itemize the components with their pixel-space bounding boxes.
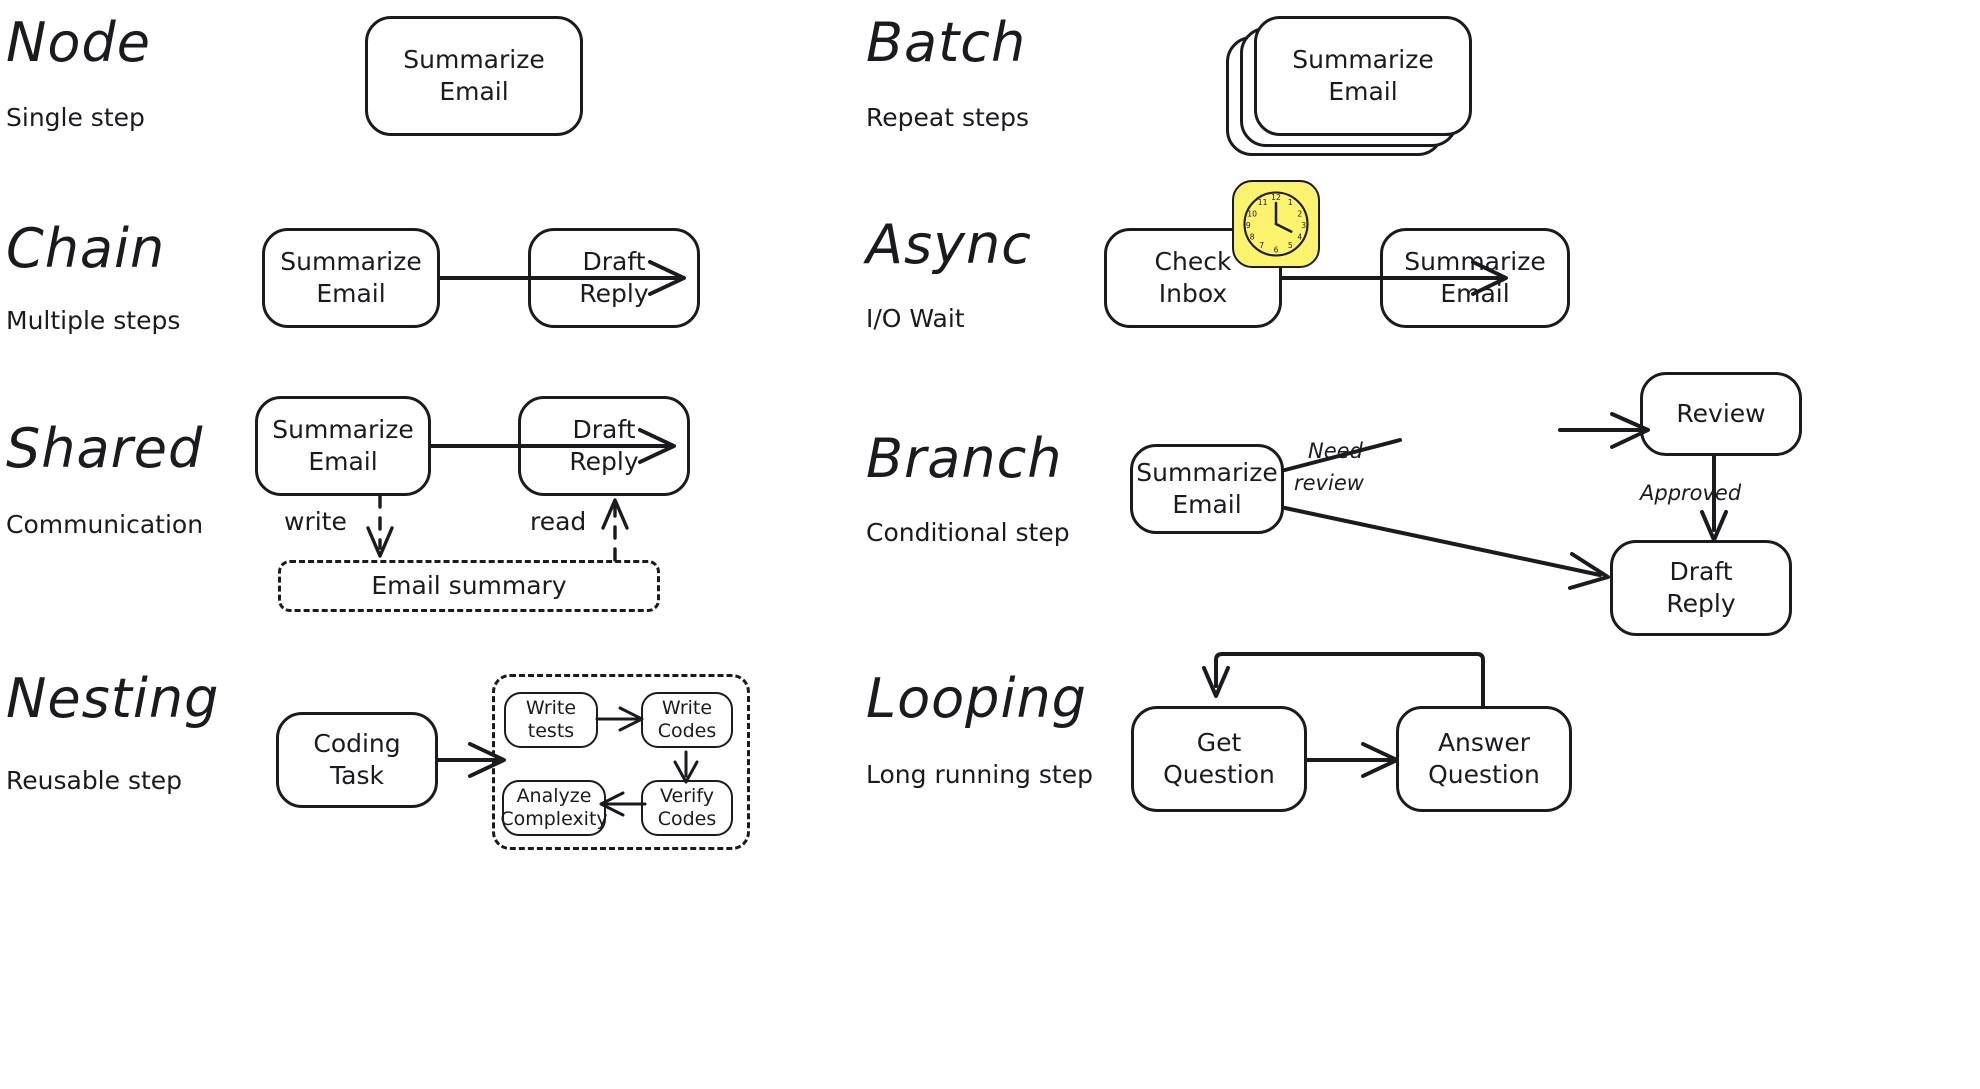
branch-node-review[interactable]: Review [1640,372,1802,456]
svg-text:10: 10 [1247,209,1257,218]
clock-icon: 12 1 2 3 4 5 6 7 8 9 10 11 [1232,180,1320,268]
svg-text:4: 4 [1297,232,1302,241]
shared-edge-label-read: read [530,507,587,536]
section-title-batch: Batch [866,11,1027,74]
looping-arrow [1305,742,1399,778]
branch-edge-label-review: review [1294,471,1364,495]
looping-feedback-arrow [1202,652,1485,708]
svg-text:11: 11 [1258,198,1268,207]
svg-text:1: 1 [1288,198,1293,207]
svg-text:9: 9 [1246,221,1251,230]
shared-store-email-summary[interactable]: Email summary [278,560,660,612]
svg-text:2: 2 [1297,209,1302,218]
section-title-looping: Looping [866,667,1087,730]
section-subtitle-branch: Conditional step [866,518,1070,547]
section-subtitle-batch: Repeat steps [866,103,1030,132]
section-title-node: Node [6,11,151,74]
svg-text:6: 6 [1274,246,1279,255]
section-subtitle-node: Single step [6,103,145,132]
branch-edge-label-need: Need [1308,439,1363,463]
svg-text:5: 5 [1288,241,1293,250]
section-title-async: Async [866,213,1032,276]
svg-text:8: 8 [1250,232,1255,241]
shared-edge-label-write: write [284,507,347,536]
shared-read-arrow [601,498,629,562]
section-subtitle-chain: Multiple steps [6,306,181,335]
shared-write-arrow [366,494,394,558]
svg-text:3: 3 [1301,221,1306,230]
branch-draft-arrow [1283,506,1610,590]
svg-text:7: 7 [1259,241,1264,250]
section-title-nesting: Nesting [6,667,220,730]
section-subtitle-looping: Long running step [866,760,1093,789]
section-subtitle-shared: Communication [6,510,204,539]
section-subtitle-nesting: Reusable step [6,766,183,795]
section-title-shared: Shared [6,417,204,480]
section-subtitle-async: I/O Wait [866,304,965,333]
section-title-chain: Chain [6,217,166,280]
section-title-branch: Branch [866,427,1063,490]
branch-edge-label-approved: Approved [1640,481,1742,505]
svg-text:12: 12 [1271,193,1281,202]
